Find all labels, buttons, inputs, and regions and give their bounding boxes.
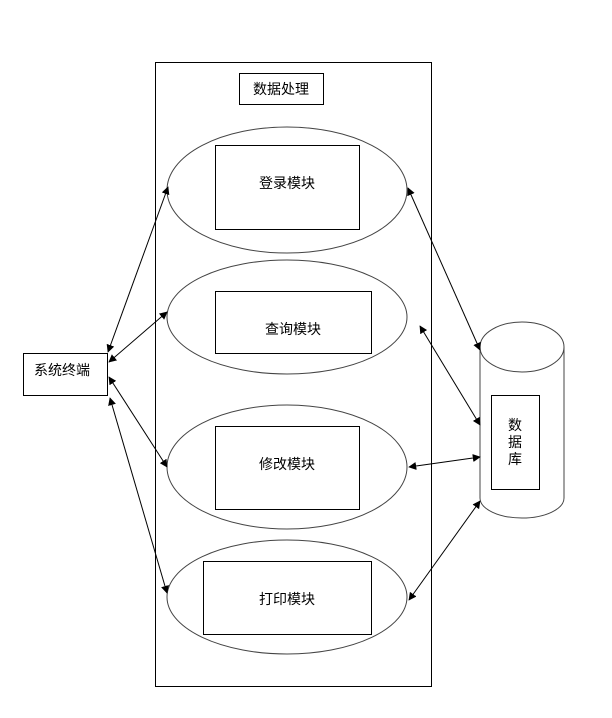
edge-terminal-query [108, 311, 168, 363]
edge-database-query [419, 325, 481, 426]
edge-terminal-login [106, 186, 170, 353]
query-module-box [215, 291, 372, 354]
login-module: 登录模块 [166, 126, 408, 254]
edge-database-modify [408, 454, 481, 470]
database-label-char-2: 据 [508, 435, 522, 451]
edge-terminal-print [108, 397, 169, 594]
data-processing-label-box [239, 73, 324, 105]
print-module: 打印模块 [166, 539, 408, 655]
database: 数 据 库 [479, 321, 565, 519]
data-processing-label: 数据处理 [253, 82, 309, 98]
system-terminal: 系统终端 [23, 353, 108, 396]
login-module-label: 登录模块 [259, 176, 315, 192]
database-label-box [491, 395, 540, 490]
edge-database-print [408, 500, 481, 601]
edge-terminal-modify [108, 376, 168, 468]
system-terminal-label: 系统终端 [34, 363, 90, 379]
modify-module-box [215, 426, 360, 510]
query-module: 查询模块 [166, 259, 408, 375]
database-label-char-1: 数 [508, 418, 522, 434]
print-module-box [203, 561, 372, 635]
query-module-label: 查询模块 [265, 322, 321, 338]
login-module-box [215, 145, 360, 230]
database-label-char-3: 库 [508, 452, 522, 468]
database-top [479, 321, 565, 373]
modify-module: 修改模块 [166, 404, 408, 530]
modify-module-label: 修改模块 [259, 457, 315, 473]
edge-database-login [407, 187, 481, 351]
print-module-label: 打印模块 [259, 591, 315, 608]
system-terminal-box [23, 353, 108, 396]
